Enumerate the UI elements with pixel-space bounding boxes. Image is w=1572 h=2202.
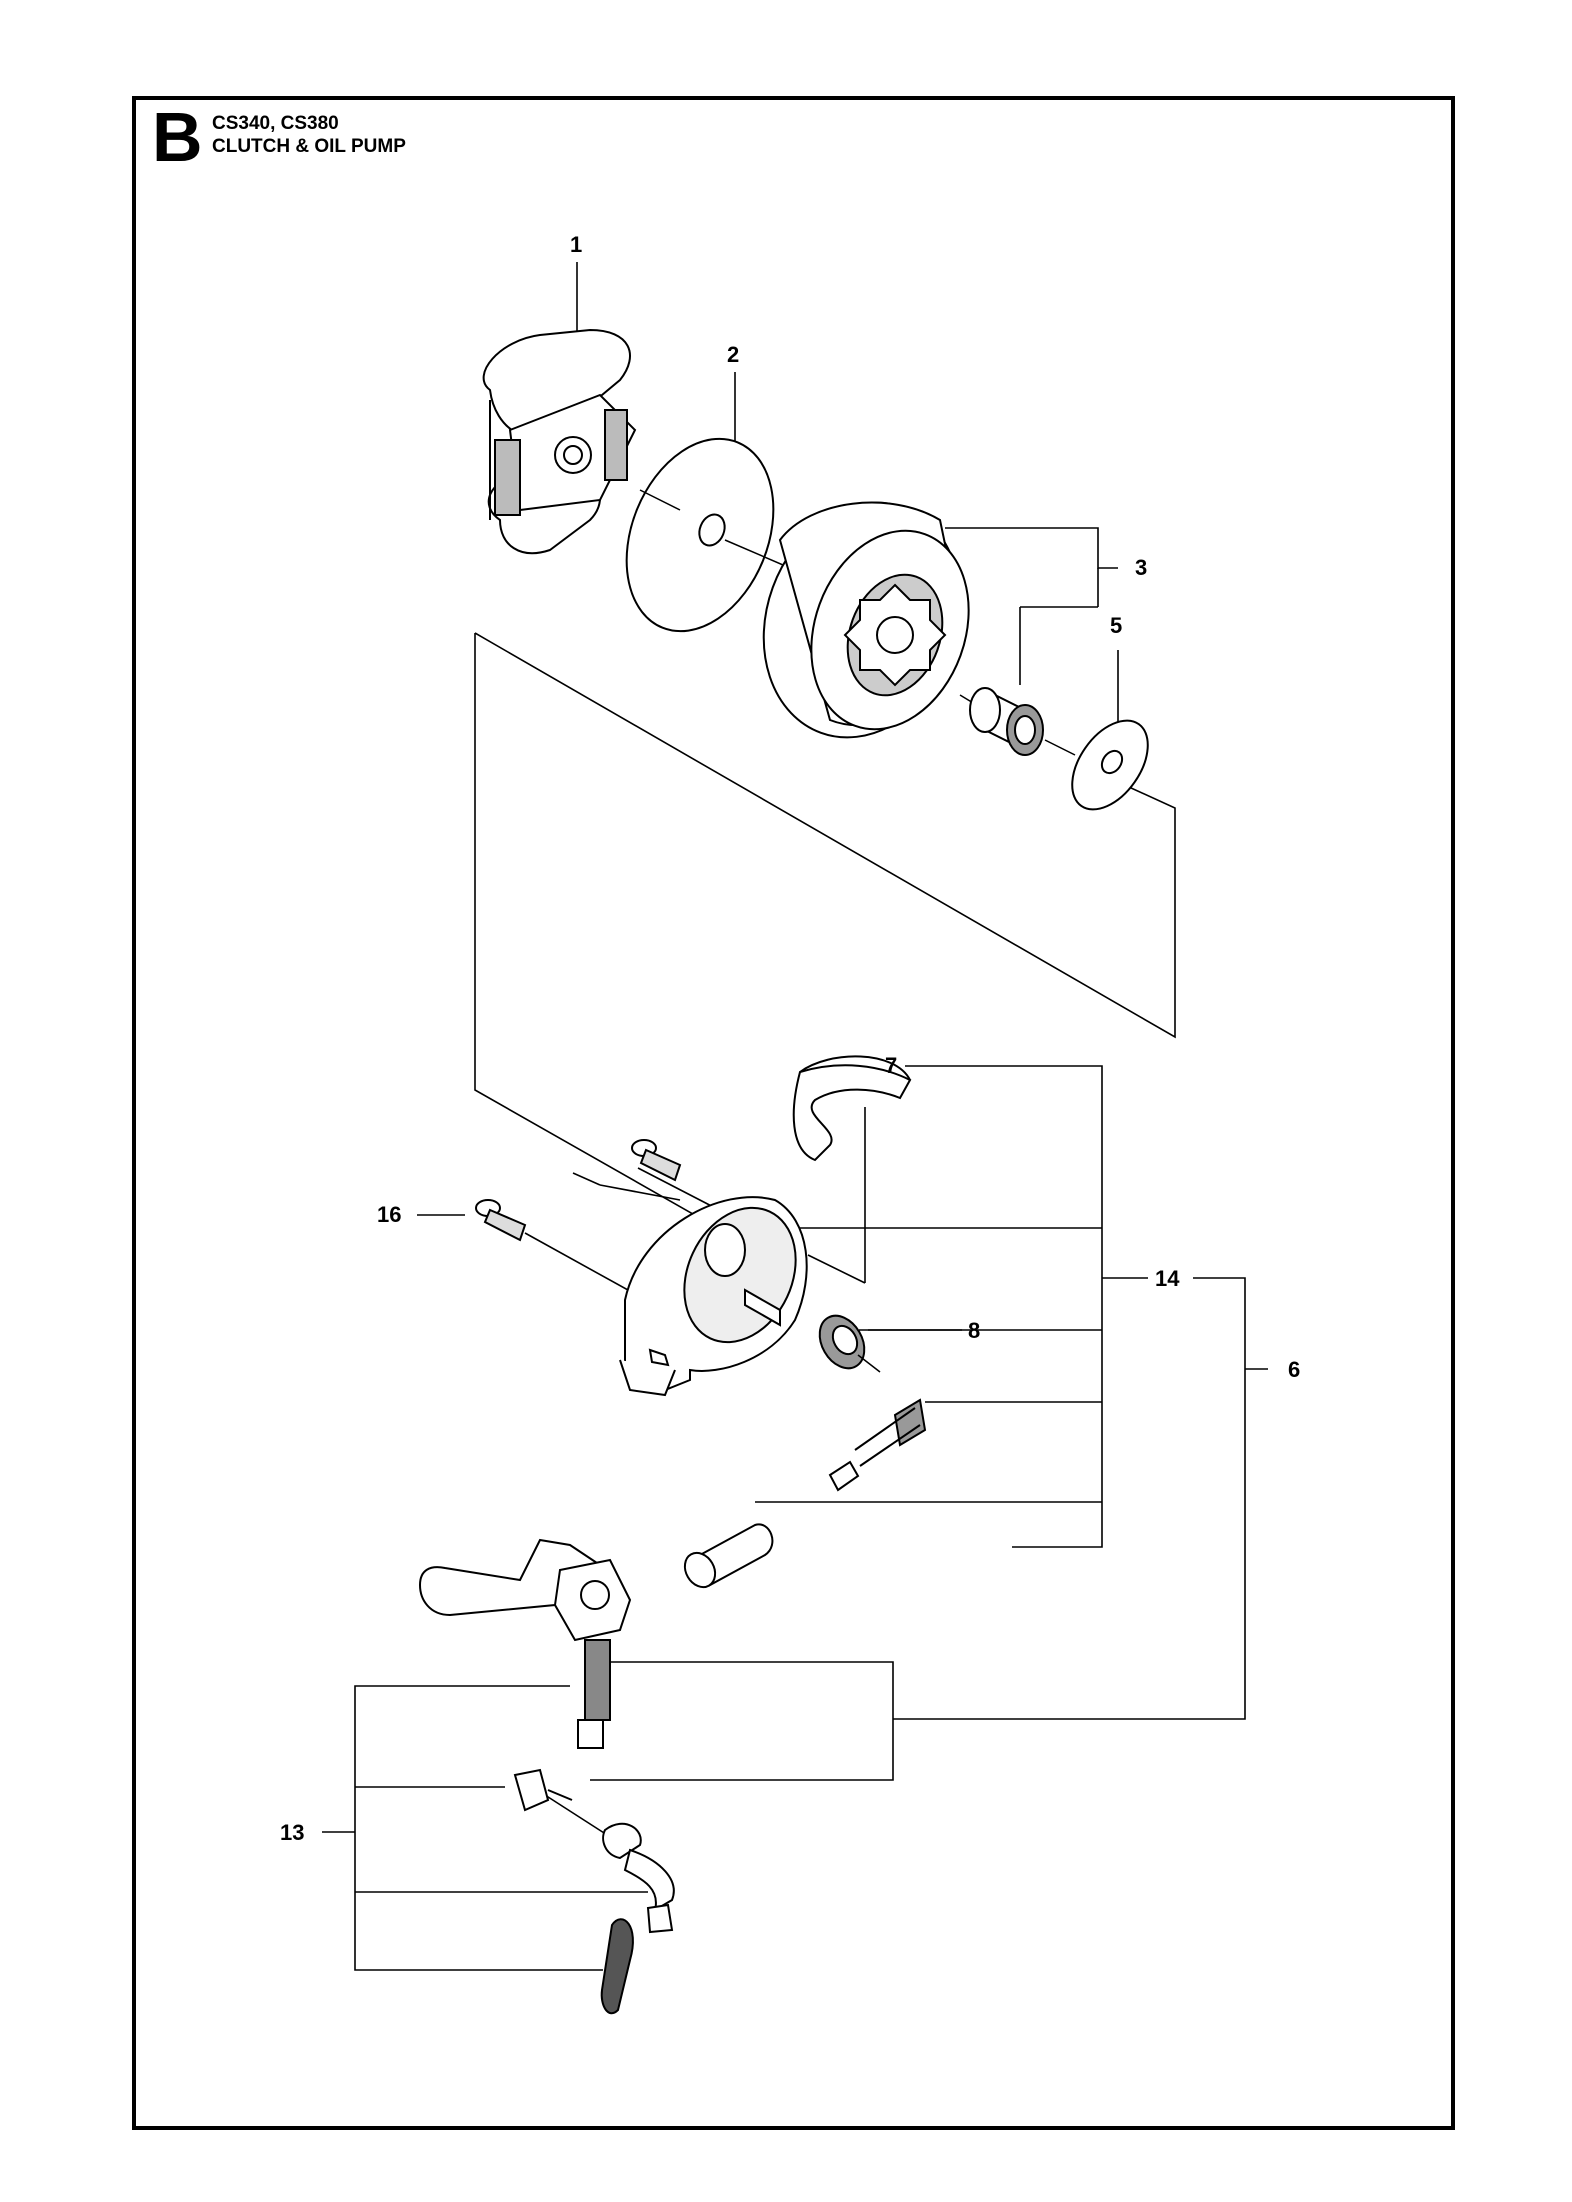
washer-part [625,437,791,633]
leader-lines [322,262,1268,1971]
clutch-part [482,328,637,555]
callout-1: 1 [570,232,582,257]
callout-2: 2 [727,342,739,367]
screw-part [475,1139,682,1242]
callout-13: 13 [280,1820,304,1845]
callout-5: 5 [1110,613,1122,638]
oil-pump-body-part [418,1538,632,1749]
callouts: 1 2 3 5 6 7 8 13 14 16 [280,232,1300,1845]
worm-spring-part [818,1314,881,1373]
diagram-frame [132,96,1455,2130]
section-letter: B [152,98,203,176]
pump-cover-segment-part [792,1055,912,1162]
callout-6: 6 [1288,1357,1300,1382]
callout-8: 8 [968,1318,980,1343]
callout-3: 3 [1135,555,1147,580]
callout-14: 14 [1155,1266,1180,1291]
pump-shaft-part [683,1398,927,1589]
small-washer-part [1071,719,1149,811]
oil-hose-kit-part [513,1768,675,2015]
oil-pump-housing-part [619,1196,808,1397]
callout-7: 7 [885,1053,897,1078]
model-numbers: CS340, CS380 [212,113,339,134]
needle-bearing-part [959,687,1076,756]
callout-16: 16 [377,1202,401,1227]
diagram-title: CLUTCH & OIL PUMP [212,136,406,157]
clutch-drum-part [762,501,970,739]
